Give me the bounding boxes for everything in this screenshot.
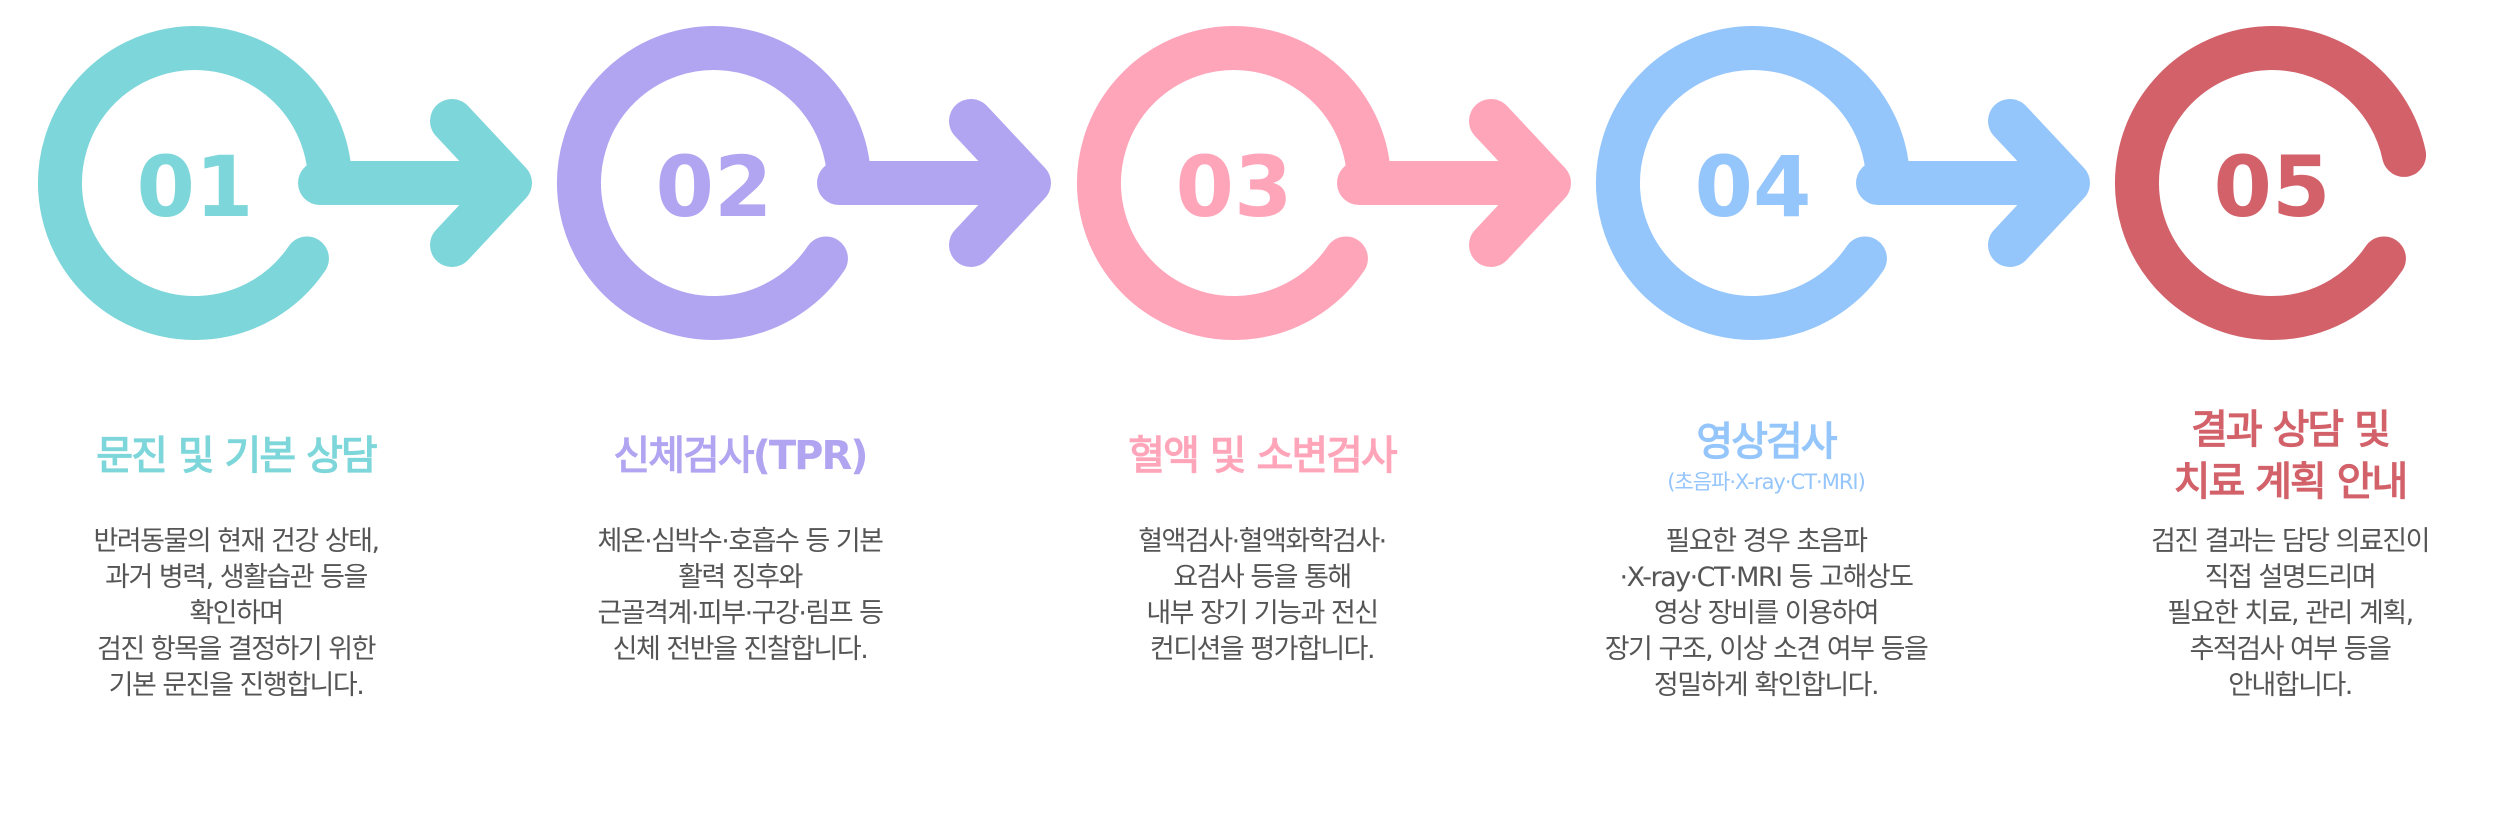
arrow-right-icon <box>1856 99 2090 267</box>
step-title-box: 신체검사(TPR) <box>480 400 1000 512</box>
description-line: 필요한 경우 초음파 <box>1665 526 1868 557</box>
description-line: 안내합니다. <box>2228 670 2353 701</box>
step-title: 치료 계획 안내 <box>2173 459 2409 505</box>
step-title-box: 혈액 및 소변검사 <box>1002 400 1522 512</box>
description-line: 활력 징후와 <box>678 562 803 593</box>
process-flow-graphic: 01 02 03 04 05 <box>38 26 2427 340</box>
step-title: 문진 및 기본 상담 <box>96 433 377 479</box>
arrow-right-icon <box>1337 99 1571 267</box>
description-line: 신체 전반을 진찰합니다. <box>612 634 869 665</box>
description-line: 혈액검사·혈액화학검사· <box>1138 526 1387 557</box>
step-title: 결과 상담 및 <box>2191 407 2391 453</box>
step-ring <box>2115 26 2427 340</box>
description-line: 내부 장기 기능과 전신 <box>1146 598 1379 629</box>
description-line: 직접 설명드리며 <box>2204 562 2377 593</box>
step-4-text: 영상검사 (초음파·X-ray·CT·MRI) 필요한 경우 초음파 ·X-ray·C… <box>1506 400 2026 704</box>
step-title-box: 문진 및 기본 상담 <box>0 400 496 512</box>
step-subtitle: (초음파·X-ray·CT·MRI) <box>1667 470 1866 494</box>
step-number: 04 <box>1695 138 1812 236</box>
step-number: 05 <box>2214 138 2331 236</box>
step-ring <box>1077 26 1391 340</box>
step-title: 영상검사 <box>1696 419 1837 465</box>
step-1-circle-arrow: 01 <box>38 26 532 340</box>
step-number: 03 <box>1176 138 1293 236</box>
step-number: 02 <box>656 138 773 236</box>
description-line: 정밀하게 확인합니다. <box>1653 670 1880 701</box>
description-line: 필요한 치료, 관리 계획, <box>2167 598 2414 629</box>
arrow-right-icon <box>817 99 1051 267</box>
step-title-box: 영상검사 (초음파·X-ray·CT·MRI) <box>1506 400 2026 512</box>
step-title: 신체검사(TPR) <box>613 433 868 479</box>
description-line: 추적검사 여부 등을 <box>2189 634 2392 665</box>
description-line: ·X-ray·CT·MRI 등 고해상도 <box>1619 562 1915 593</box>
step-ring <box>557 26 871 340</box>
description-line: 장기 구조, 이상 소견 여부 등을 <box>1604 634 1929 665</box>
step-3-circle-arrow: 03 <box>1077 26 1571 340</box>
description-line: 검진 항목을 결정하기 위한 <box>97 634 377 665</box>
description-line: 확인하며 <box>189 598 284 629</box>
step-ring <box>38 26 352 340</box>
description-line: 컨디션을 평가합니다. <box>1149 634 1376 665</box>
step-2-circle-arrow: 02 <box>557 26 1051 340</box>
step-4-circle-arrow: 04 <box>1596 26 2090 340</box>
description-line: 과거 병력, 생활습관 등을 <box>105 562 368 593</box>
description-line: 체온·심박수·호흡수 등 기본 <box>597 526 884 557</box>
description-line: 기본 문진을 진행합니다. <box>108 670 365 701</box>
description-line: 요검사 등을 통해 <box>1173 562 1352 593</box>
description-line: 반려동물의 현재 건강 상태, <box>93 526 380 557</box>
description-line: 근골격계·피부·구강·림프 등 <box>597 598 884 629</box>
step-number: 01 <box>137 138 254 236</box>
description-line: 영상 장비를 이용하여 <box>1653 598 1880 629</box>
description-line: 검진 결과는 담당 의료진이 <box>2151 526 2431 557</box>
step-ring <box>1596 26 1910 340</box>
arrow-right-icon <box>298 99 532 267</box>
step-title: 혈액 및 소변검사 <box>1128 433 1397 479</box>
step-5-circle-arrow: 05 <box>2115 26 2427 340</box>
